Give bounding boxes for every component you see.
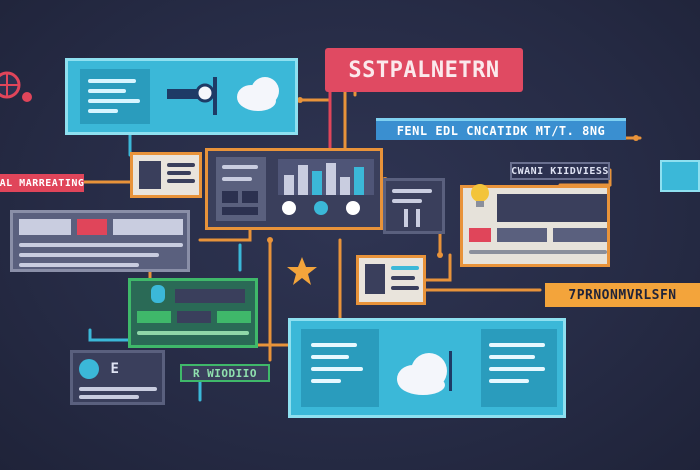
left-table-panel: [10, 210, 190, 272]
connector-dot: [22, 92, 32, 102]
green-device-panel: [128, 278, 258, 348]
robot-icon: [163, 71, 223, 121]
bar-chart-icon: [278, 159, 374, 195]
star-icon: [285, 255, 319, 287]
subtitle-label: FENL EDL CNCATIDK MT/T. 8NG: [376, 118, 626, 140]
central-control-panel: [205, 148, 383, 230]
bottom-left-device: E: [70, 350, 165, 405]
top-right-tag: CWANI KIIDVIESS: [510, 162, 610, 180]
cloud-icon: [391, 341, 461, 401]
bottom-right-tag: 7PRNONMVRLSFN: [545, 283, 700, 307]
cloud-icon: [233, 71, 283, 113]
edge-chip: [660, 160, 700, 192]
main-bottom-panel: [288, 318, 566, 418]
bottom-tag: R WIODIIO: [180, 364, 270, 382]
lightbulb-icon: [469, 182, 491, 210]
right-table-panel: [460, 182, 610, 267]
top-dashboard-panel: [65, 58, 298, 135]
small-code-panel: [383, 178, 445, 234]
globe-icon: [0, 70, 22, 100]
document-panel: [130, 152, 202, 198]
small-sign: E: [110, 361, 120, 377]
title-label: SSTPALNETRN: [325, 48, 523, 92]
document-icon: [139, 161, 161, 189]
left-marketing-tag: AL MARREATING: [0, 174, 84, 192]
document-card: [356, 255, 426, 305]
